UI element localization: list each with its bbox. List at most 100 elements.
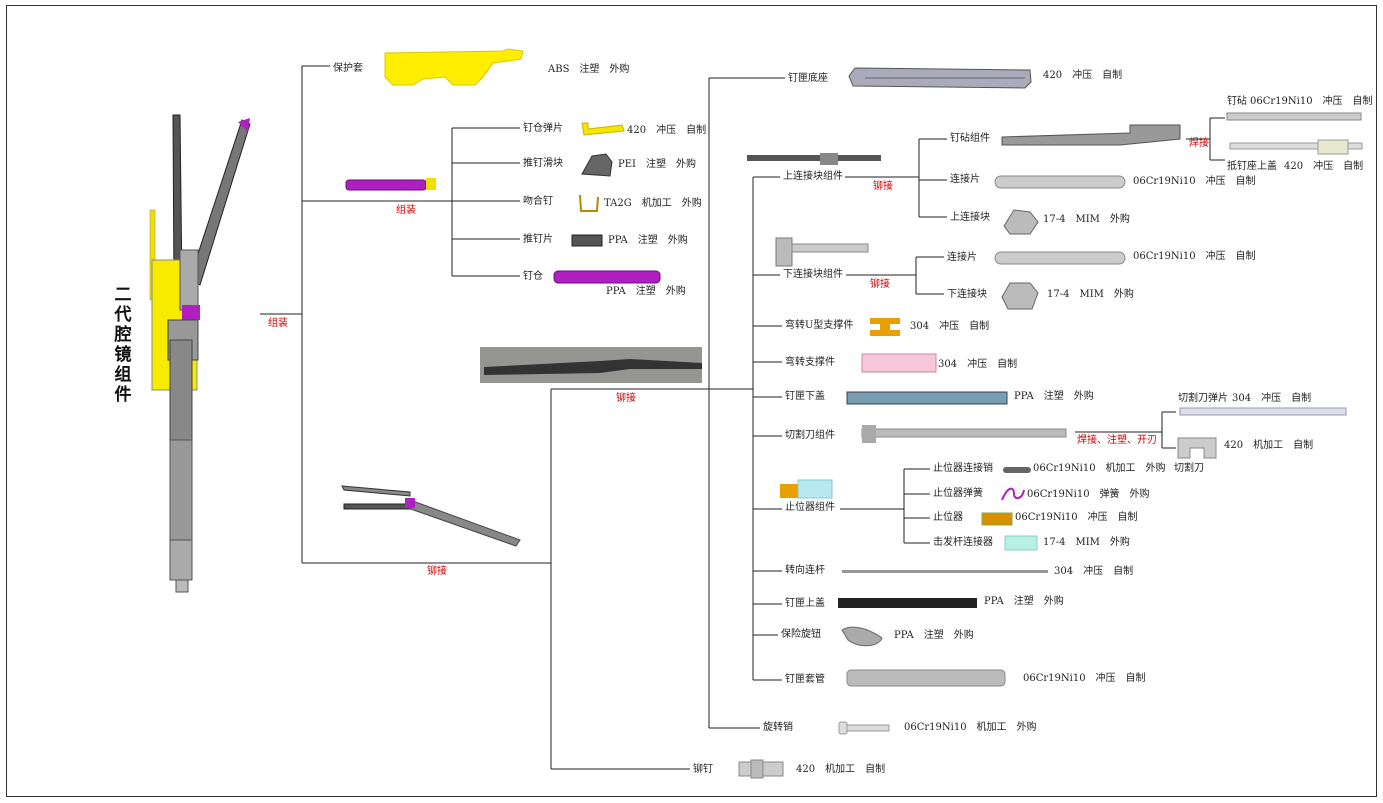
part-spec-turn-rod: 304 冲压 自制: [1054, 566, 1134, 577]
part-name-trigger-link: 击发杆连接器: [933, 537, 993, 548]
cartridge-assembly-illustration: [345, 178, 436, 191]
lower-block-illustration: [1001, 282, 1039, 310]
cutter-asm-illustration: [861, 425, 1067, 443]
part-name-spring-sheet: 钉仓弹片: [523, 123, 563, 134]
part-spec-lower-cover: PPA 注塑 外购: [1014, 391, 1094, 402]
part-name-u-support: 弯转U型支撑件: [785, 320, 854, 331]
push-slider-illustration: [581, 153, 613, 177]
part-name-cutter: 切割刀: [1174, 463, 1204, 474]
bend-support-illustration: [861, 353, 937, 373]
rivet-illustration: [738, 759, 784, 779]
part-name-link2: 连接片: [947, 252, 977, 263]
part-spec-stopper-spring: 06Cr19Ni10 弹簧 外购: [1027, 489, 1150, 500]
part-name-bend-support: 弯转支撑件: [785, 357, 835, 368]
assembly-title: 二代腔镜组件: [114, 285, 132, 405]
part-spec-anvil-cover: 420 冲压 自制: [1284, 161, 1364, 172]
part-name-safety-knob: 保险旋钮: [781, 629, 821, 640]
join-label-cartridge: 组装: [396, 205, 416, 216]
part-name-link1: 连接片: [950, 174, 980, 185]
part-name-cutter-spring: 切割刀弹片: [1178, 393, 1228, 404]
jaw-base-illustration: [848, 67, 1032, 89]
part-spec-link2: 06Cr19Ni10 冲压 自制: [1133, 251, 1256, 262]
part-spec-cutter: 420 机加工 自制: [1224, 440, 1314, 451]
part-name-anvil-asm: 钉砧组件: [950, 133, 990, 144]
link1-illustration: [994, 175, 1126, 189]
part-name-stopper-pin: 止位器连接销: [933, 463, 993, 474]
staple-illustration: [579, 194, 599, 212]
part-name-push-sheet: 推钉片: [523, 234, 553, 245]
cutter-illustration: [1177, 437, 1217, 459]
part-spec-cover: ABS 注塑 外购: [548, 64, 630, 75]
part-spec-anvil: 06Cr19Ni10 冲压 自制: [1250, 96, 1373, 107]
sleeve-illustration: [846, 669, 1006, 687]
part-spec-cutter-spring: 304 冲压 自制: [1232, 393, 1312, 404]
join-label-upper-block: 铆接: [873, 181, 893, 192]
jaw-photo: [480, 347, 702, 383]
part-spec-upper-cover: PPA 注塑 外购: [984, 596, 1064, 607]
part-name-anvil: 钉砧: [1227, 96, 1247, 107]
part-name-push-slider: 推钉滑块: [523, 158, 563, 169]
part-name-cartridge: 钉仓: [523, 271, 543, 282]
cartridge-illustration: [553, 270, 661, 284]
part-name-lower-cover: 钉匣下盖: [785, 391, 825, 402]
join-label-anvil: 焊接: [1189, 138, 1209, 149]
part-name-upper-block-asm: 上连接块组件: [783, 171, 843, 182]
part-spec-jaw-base: 420 冲压 自制: [1043, 70, 1123, 81]
anvil-cover-illustration: [1229, 139, 1363, 155]
push-sheet-illustration: [571, 234, 603, 247]
u-support-illustration: [870, 318, 900, 336]
join-label-lower-block: 铆接: [870, 279, 890, 290]
part-name-turn-rod: 转向连杆: [785, 565, 825, 576]
link2-illustration: [994, 251, 1126, 265]
turn-rod-illustration: [842, 570, 1048, 573]
join-label-main: 组装: [268, 318, 288, 329]
upper-block-asm-illustration: [747, 153, 881, 165]
part-name-sleeve: 钉匣套管: [785, 674, 825, 685]
part-name-cutter-asm: 切割刀组件: [785, 430, 835, 441]
part-name-cover: 保护套: [333, 63, 363, 74]
part-spec-stopper: 06Cr19Ni10 冲压 自制: [1015, 512, 1138, 523]
part-name-rot-pin: 旋转销: [763, 722, 793, 733]
upper-cover-illustration: [838, 598, 977, 608]
stopper-pin-illustration: [1003, 467, 1031, 473]
part-spec-u-support: 304 冲压 自制: [910, 321, 990, 332]
part-spec-link1: 06Cr19Ni10 冲压 自制: [1133, 176, 1256, 187]
cutter-spring-illustration: [1179, 407, 1347, 416]
upper-block-illustration: [1003, 209, 1039, 235]
part-name-stopper-spring: 止位器弹簧: [933, 488, 983, 499]
diagram-frame: [6, 5, 1377, 797]
anvil-asm-illustration: [1001, 124, 1181, 146]
part-spec-staple: TA2G 机加工 外购: [604, 198, 702, 209]
part-name-lower-block-asm: 下连接块组件: [783, 269, 843, 280]
part-spec-upper-block: 17-4 MIM 外购: [1043, 214, 1130, 225]
part-spec-safety-knob: PPA 注塑 外购: [894, 630, 974, 641]
part-spec-bend-support: 304 冲压 自制: [938, 359, 1018, 370]
join-label-cutter: 焊接、注塑、开刃: [1077, 435, 1157, 446]
spring-sheet-illustration: [581, 122, 625, 136]
stopper-asm-illustration: [780, 479, 833, 499]
part-spec-stopper-pin: 06Cr19Ni10 机加工 外购: [1033, 463, 1166, 474]
anvil-illustration: [1226, 112, 1362, 121]
lower-block-asm-illustration: [775, 237, 869, 267]
part-name-rivet: 铆钉: [693, 764, 713, 775]
part-spec-push-sheet: PPA 注塑 外购: [608, 235, 688, 246]
part-name-upper-block: 上连接块: [950, 212, 990, 223]
part-name-stopper: 止位器: [933, 512, 963, 523]
part-name-upper-cover: 钉匣上盖: [785, 598, 825, 609]
part-spec-lower-block: 17-4 MIM 外购: [1047, 289, 1134, 300]
part-spec-rot-pin: 06Cr19Ni10 机加工 外购: [904, 722, 1037, 733]
trigger-link-illustration: [1004, 535, 1038, 551]
rot-pin-illustration: [838, 721, 890, 735]
part-name-staple: 吻合钉: [523, 196, 553, 207]
part-name-anvil-cover: 抵钉座上盖: [1227, 161, 1277, 172]
part-spec-push-slider: PEI 注塑 外购: [618, 159, 696, 170]
safety-knob-illustration: [841, 626, 883, 647]
part-name-lower-block: 下连接块: [947, 289, 987, 300]
part-spec-trigger-link: 17-4 MIM 外购: [1043, 537, 1130, 548]
part-name-stopper-asm: 止位器组件: [785, 502, 835, 513]
full-assembly-illustration: [149, 114, 251, 593]
join-label-lower: 铆接: [427, 566, 447, 577]
part-spec-spring-sheet: 420 冲压 自制: [627, 125, 707, 136]
join-label-sub: 铆接: [616, 393, 636, 404]
